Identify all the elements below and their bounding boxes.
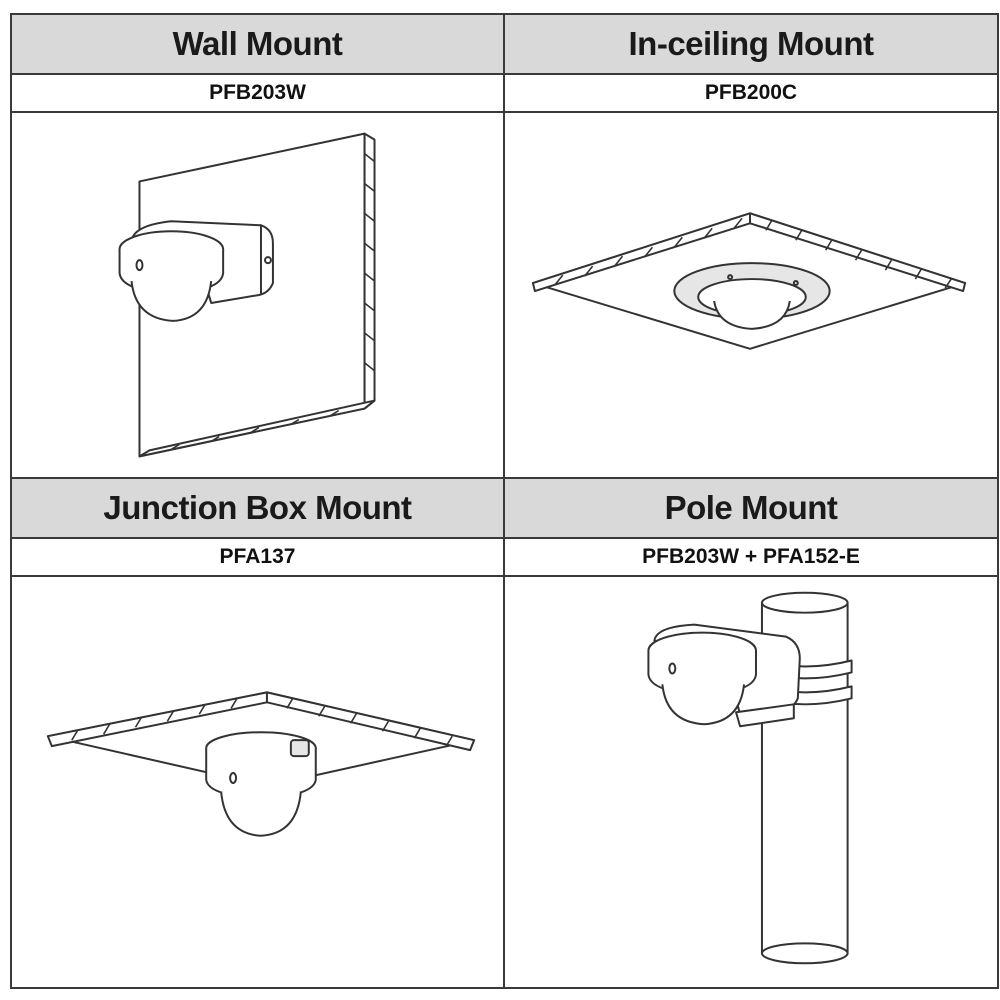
recessed-dome-camera [673,262,831,330]
junction-box-dome-camera [205,731,317,837]
pole-mount-title: Pole Mount [503,477,999,539]
pole-mount-model: PFB203W + PFA152-E [503,537,999,577]
junction-box-mount-illustration [46,691,476,837]
dome-camera [647,631,757,726]
wall-mount-title: Wall Mount [10,13,505,75]
in-ceiling-mount-model: PFB200C [503,73,999,113]
pole-mount-illustration-cell [503,575,999,989]
model-row-2: PFA137 PFB203W + PFA152-E [10,537,999,577]
illustration-row-2 [10,575,999,989]
in-ceiling-mount-illustration-cell [503,111,999,479]
wall-mount-illustration [118,132,376,458]
model-row: PFB203W PFB200C [10,73,999,113]
illustration-row [10,111,999,479]
title-row: Wall Mount In-ceiling Mount [10,13,999,75]
in-ceiling-mount-illustration [531,212,967,350]
title-row-2: Junction Box Mount Pole Mount [10,477,999,539]
junction-box-mount-illustration-cell [10,575,505,989]
in-ceiling-mount-title: In-ceiling Mount [503,13,999,75]
pole-mount-illustration [647,591,853,965]
junction-box-mount-title: Junction Box Mount [10,477,505,539]
mount-options-table: Wall Mount In-ceiling Mount PFB203W PFB2… [10,13,999,989]
wall-mount-model: PFB203W [10,73,505,113]
junction-box-mount-model: PFA137 [10,537,505,577]
wall-mount-illustration-cell [10,111,505,479]
dome-camera [118,230,225,322]
